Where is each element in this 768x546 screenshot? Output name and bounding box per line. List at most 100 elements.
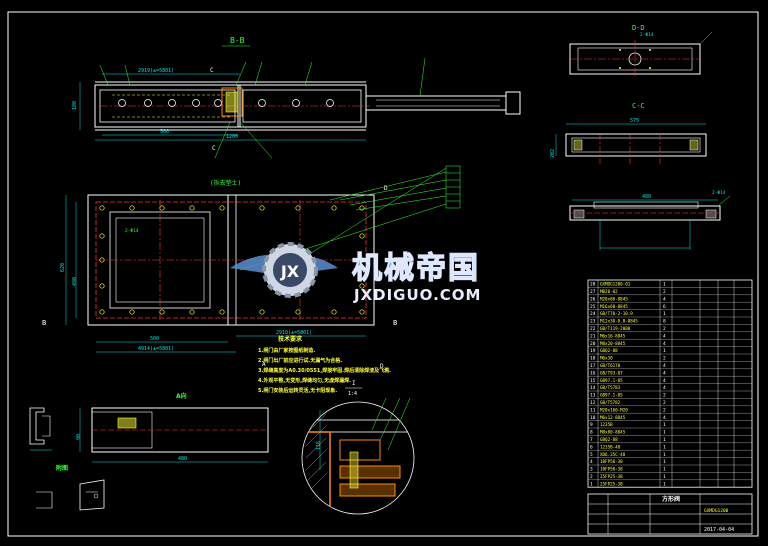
detail-label: I <box>352 380 356 387</box>
bom-no: 19 <box>590 348 596 354</box>
bom-code: M6x12-8845 <box>600 415 626 420</box>
bom-code: M8x20-8845 <box>600 341 626 346</box>
bom-row: 13 GB97.1-85 2 <box>588 390 752 399</box>
bom-row: 24 GB/T70-2-10.9 1 <box>588 309 752 317</box>
dim-dd-hole: 2-Φ14 <box>640 32 654 38</box>
dim-sec-width: 480 <box>642 194 651 200</box>
small-view-title: 附图 <box>56 464 68 472</box>
bom-code: XD6.35C-48 <box>600 452 626 457</box>
view-aa-title: A向 <box>176 392 187 400</box>
bom-qty: 4 <box>663 370 666 376</box>
detail-scale: 1:4 <box>348 391 357 397</box>
plan-note: (拆去垫土) <box>210 179 241 187</box>
bom-no: 7 <box>590 437 593 443</box>
view-detail-i: I 1:4 116 <box>301 380 415 515</box>
bom-code: M12x30-8.8-8845 <box>600 319 638 324</box>
bom-qty: 1 <box>663 430 666 436</box>
bom-no: 8 <box>590 430 593 436</box>
bom-qty: 1 <box>663 282 666 288</box>
bom-code: MB20-02 <box>600 289 618 294</box>
bom-no: 2 <box>590 474 593 480</box>
bom-code: GB/T93-87 <box>600 370 623 375</box>
bom-no: 9 <box>590 422 593 428</box>
bom-row: 8 M8x80-8845 1 <box>588 427 752 436</box>
section-mark-a: A <box>262 361 266 368</box>
bom-code: 10FP50-38 <box>600 459 623 464</box>
dim-plan-bottom-a: 500 <box>150 336 159 342</box>
bom-code: GB/T5782 <box>600 400 621 405</box>
view-bb: B-B 2919(±=5801) 500 12 <box>72 36 521 159</box>
bom-code: M8x80-8845 <box>600 430 626 435</box>
dim-bb-top: 2919(±=5801) <box>138 68 174 74</box>
bom-no: 4 <box>590 459 593 465</box>
bom-code: 1235B <box>600 422 613 427</box>
dim-aa-length: 480 <box>178 456 187 462</box>
bom-no: 16 <box>590 370 596 376</box>
bom-qty: 4 <box>663 363 666 369</box>
bom-no: 11 <box>590 407 596 413</box>
bom-no: 6 <box>590 444 593 450</box>
bom-code: GBQ2-88 <box>600 348 618 353</box>
bom-no: 5 <box>590 452 593 458</box>
dim-bb-height: 180 <box>72 101 78 110</box>
bom-code: 25FP25-38 <box>600 481 623 486</box>
bom-no: 28 <box>590 282 596 288</box>
bom-qty: 1 <box>663 467 666 473</box>
watermark-logo: JX <box>280 262 300 281</box>
bom-no: 15 <box>590 378 596 384</box>
bom-code: GB/T70-2-10.9 <box>600 311 633 316</box>
bom-no: 21 <box>590 333 596 339</box>
bom-code: GB97.1-85 <box>600 393 623 398</box>
bom-code: 25FP25-38 <box>600 474 623 479</box>
bom-qty: 1 <box>663 481 666 487</box>
bom-no: 24 <box>590 311 596 317</box>
bom-qty: 2 <box>663 289 666 295</box>
section-mark-d-bot: D <box>380 363 384 370</box>
bom-code: GB97.1-85 <box>600 378 623 383</box>
bom-code: GBQ2-88 <box>600 437 618 442</box>
title-date: 2017-04-04 <box>704 527 734 533</box>
bom-qty: 1 <box>663 437 666 443</box>
note-item-1: 1.闸门由厂家按图纸制造. <box>258 347 315 354</box>
note-item-3: 3.焊缝高度为A0.30/0551,焊接牢固.焊后清除焊渣及飞溅. <box>258 367 391 374</box>
watermark: JX 机械帝国 JXDIGUO.COM <box>230 242 480 304</box>
bom-qty: 6 <box>663 304 666 310</box>
section-mark-c-top: C <box>210 67 214 74</box>
bom-code: M6x30 <box>600 356 613 361</box>
bom-no: 12 <box>590 400 596 406</box>
dim-plan-bottom-c: 2918(±=5801) <box>276 330 312 336</box>
dim-plan-height: 490 <box>72 277 78 286</box>
section-mark-d-top: D <box>384 185 388 192</box>
section-mark-b-right: B <box>393 319 397 327</box>
note-item-4: 4.外观平整,无变形,焊缝均匀,无虚焊漏焊. <box>258 377 351 384</box>
bom-row: 7 GBQ2-88 1 <box>588 435 752 443</box>
view-cc-title: C-C <box>632 102 645 110</box>
bom-no: 13 <box>590 393 596 399</box>
dim-aa-height: 90 <box>76 434 82 440</box>
bom-qty: 1 <box>663 311 666 317</box>
dim-sec-hole: 2-Φ14 <box>712 190 726 196</box>
bom-no: 26 <box>590 296 596 302</box>
bom-qty: 2 <box>663 393 666 399</box>
dim-bb-overall: 1200 <box>226 134 238 140</box>
bom-no: 17 <box>590 363 596 369</box>
bom-qty: 4 <box>663 296 666 302</box>
note-item-5: 5.闸门安装后运转灵活,无卡阻现象. <box>258 387 337 394</box>
bom-code: GB/T5783 <box>600 385 621 390</box>
view-sec: 480 2-Φ14 <box>569 190 731 250</box>
